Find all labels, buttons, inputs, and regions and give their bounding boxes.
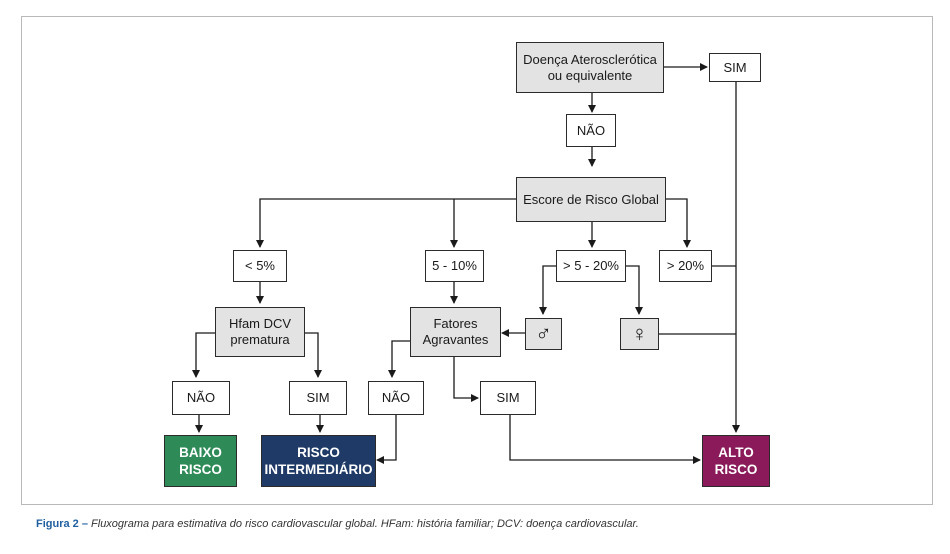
hfam-line-1: Hfam DCV: [228, 316, 292, 331]
fatores-agravantes-box: Fatores Agravantes: [410, 307, 501, 357]
arrow-nao-intermediario: [376, 415, 397, 464]
arrow-escore-lt5: [256, 198, 516, 248]
figure-frame: [21, 16, 933, 505]
fatores-line-2: Agravantes: [422, 332, 489, 347]
doenca-line-2: ou equivalente: [547, 67, 633, 83]
baixo-risco-box: BAIXO RISCO: [164, 435, 237, 487]
arrow-sim-alto-risco: [509, 415, 701, 464]
nao-left-label: NÃO: [186, 390, 216, 405]
range-5-20-box: > 5 - 20%: [556, 250, 626, 282]
hfam-line-2: prematura: [230, 332, 290, 347]
lt5-box: < 5%: [233, 250, 287, 282]
gt20-box: > 20%: [659, 250, 712, 282]
fatores-line-1: Fatores: [433, 316, 478, 331]
arrow-escore-gt20: [666, 198, 691, 248]
intermediario-line-1: RISCO: [297, 445, 340, 460]
nao-top-box: NÃO: [566, 114, 616, 147]
baixo-line-1: BAIXO: [179, 445, 222, 460]
male-icon: ♂: [535, 321, 552, 346]
arrow-hfam-nao: [192, 332, 215, 378]
risco-intermediario-box: RISCO INTERMEDIÁRIO: [261, 435, 376, 487]
nao-mid-box: NÃO: [368, 381, 424, 415]
range-5-10-box: 5 - 10%: [425, 250, 484, 282]
lt5-label: < 5%: [245, 258, 275, 273]
intermediario-line-2: INTERMEDIÁRIO: [264, 462, 373, 477]
arrow-fatores-nao: [388, 340, 410, 378]
arrow-5-20-male: [539, 265, 556, 315]
sim-mid-box: SIM: [480, 381, 536, 415]
sim-top-box: SIM: [709, 53, 761, 82]
escore-label: Escore de Risco Global: [523, 191, 659, 207]
arrow-hfam-sim: [305, 332, 322, 378]
baixo-line-2: RISCO: [179, 462, 222, 477]
doenca-aterosclerotica-box: Doença Aterosclerótica ou equivalente: [516, 42, 664, 93]
arrow-5-20-female: [626, 265, 643, 315]
gt20-label: > 20%: [666, 258, 705, 273]
nao-mid-label: NÃO: [381, 390, 411, 405]
male-box: ♂: [525, 318, 562, 350]
nao-top-label: NÃO: [576, 122, 606, 138]
caption-figure-label: Figura 2 –: [36, 518, 88, 530]
alto-line-1: ALTO: [718, 445, 754, 460]
nao-left-box: NÃO: [172, 381, 230, 415]
hfam-dcv-box: Hfam DCV prematura: [215, 307, 305, 357]
sim-mid-label: SIM: [496, 390, 520, 405]
alto-line-2: RISCO: [714, 462, 758, 477]
escore-risco-global-box: Escore de Risco Global: [516, 177, 666, 222]
sim-left-box: SIM: [289, 381, 347, 415]
arrow-fatores-sim: [453, 357, 479, 402]
range-5-20-label: > 5 - 20%: [562, 258, 619, 273]
sim-left-label: SIM: [306, 390, 330, 405]
female-box: ♀: [620, 318, 659, 350]
female-icon: ♀: [631, 321, 648, 346]
sim-top-label: SIM: [723, 59, 747, 75]
alto-risco-box: ALTO RISCO: [702, 435, 770, 487]
doenca-line-1: Doença Aterosclerótica: [523, 51, 657, 67]
range-5-10-label: 5 - 10%: [432, 258, 477, 273]
caption-text: Fluxograma para estimativa do risco card…: [91, 518, 639, 530]
figure-caption: Figura 2 – Fluxograma para estimativa do…: [36, 518, 639, 530]
